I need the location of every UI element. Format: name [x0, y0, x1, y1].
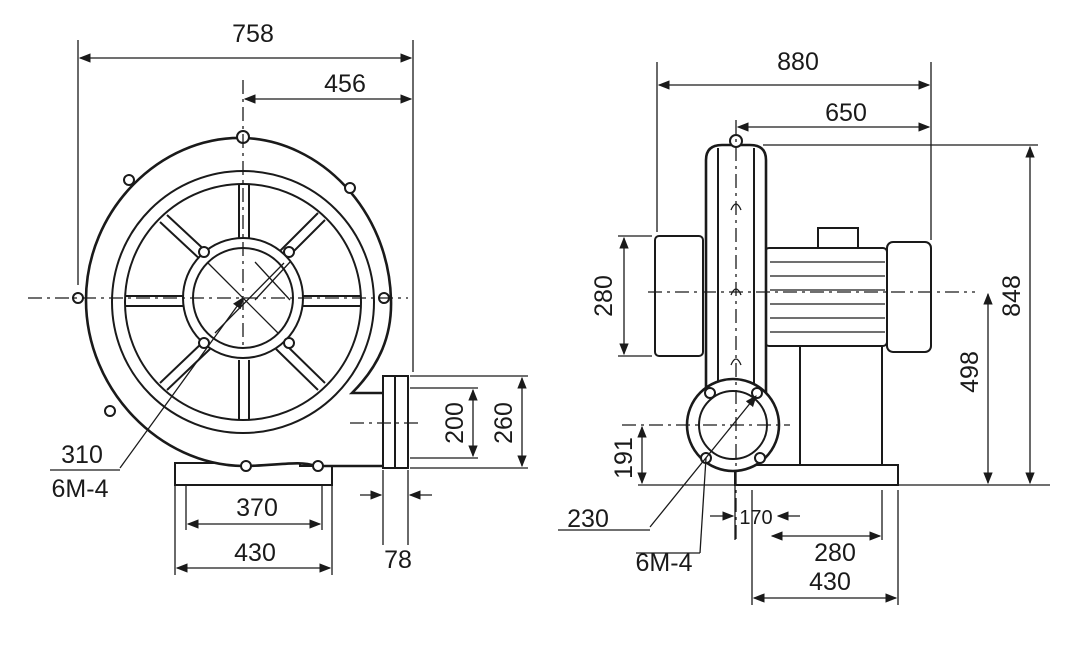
leader-310 [119, 297, 244, 469]
dim-label-430-side: 430 [809, 568, 851, 596]
inlet-bolt-holes [198, 246, 295, 349]
outlet-flange-face [394, 375, 409, 469]
label-6m4-side: 6M-4 [636, 549, 693, 577]
motor-end-cap [886, 241, 932, 353]
side-view: 880 650 280 848 498 191 170 280 430 230 … [558, 48, 1050, 605]
leader-6m4-side [699, 457, 707, 554]
motor-body [764, 247, 888, 347]
front-extension-lines [77, 40, 528, 575]
dim-label-280-h: 280 [814, 539, 856, 567]
inlet-cylinder [654, 235, 704, 357]
dim-label-650: 650 [825, 99, 867, 127]
dim-label-880: 880 [777, 48, 819, 76]
dim-label-758: 758 [232, 20, 274, 48]
motor-fins [770, 261, 885, 333]
label-230: 230 [567, 505, 609, 533]
leader-230 [649, 395, 757, 528]
impeller-outer-ring [124, 183, 362, 421]
dim-label-498: 498 [956, 351, 984, 393]
dim-label-430-front: 430 [234, 539, 276, 567]
dim-label-848: 848 [998, 275, 1026, 317]
dim-label-170: 170 [739, 507, 772, 529]
dim-label-78: 78 [384, 546, 412, 574]
side-extension-lines [618, 62, 1050, 605]
terminal-box [817, 227, 859, 249]
motor-pedestal [799, 344, 883, 466]
side-base-plate [734, 464, 899, 486]
dim-label-280-v: 280 [590, 275, 618, 317]
label-6m4-front: 6M-4 [52, 475, 109, 503]
dim-label-370: 370 [236, 494, 278, 522]
dim-label-456: 456 [324, 70, 366, 98]
dim-label-200: 200 [441, 402, 469, 444]
dim-label-191: 191 [610, 437, 638, 479]
label-310: 310 [61, 441, 103, 469]
front-view: 758 456 260 200 370 430 78 310 6M-4 [28, 20, 528, 575]
housing-bolt-lugs [72, 130, 390, 472]
dim-label-260: 260 [490, 402, 518, 444]
outlet-flange [382, 375, 396, 469]
